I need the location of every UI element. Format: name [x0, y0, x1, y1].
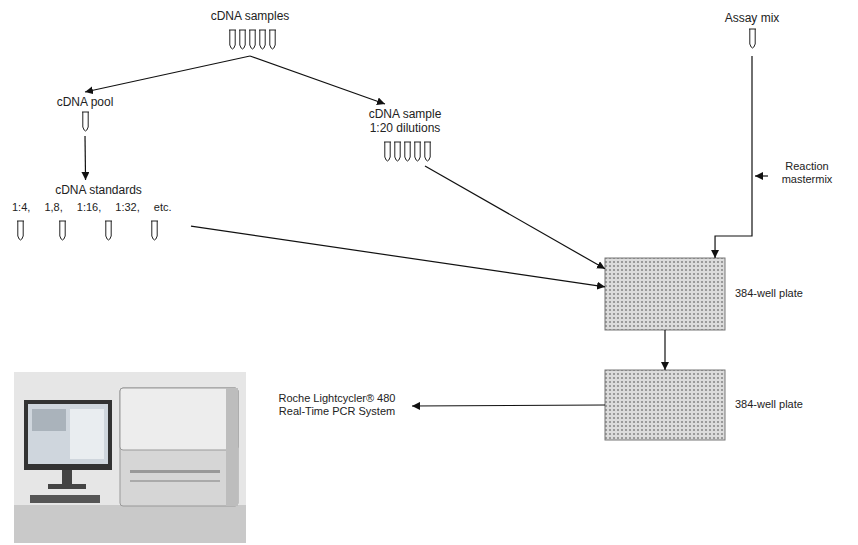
well-plate: 384-well plate: [605, 370, 725, 440]
node-label: 384-well plate: [735, 398, 803, 411]
node-label: Assay mix: [725, 11, 780, 25]
pool-tube: [82, 112, 89, 131]
node-label: cDNA standards: [55, 183, 142, 197]
label-pointer: [755, 175, 768, 176]
step-node: cDNA pool: [50, 92, 120, 136]
flow-arrow: [715, 56, 752, 258]
node-label: Roche Lightcycler® 480 Real-Time PCR Sys…: [264, 392, 410, 418]
step-node: cDNA standards 1:4, 1,8, 1:16, 1:32, etc.: [6, 180, 191, 246]
well-plates: [605, 258, 725, 440]
standard-tubes: [17, 221, 158, 240]
step-node: cDNA sample 1:20 dilutions: [355, 104, 455, 166]
dilution-tubes: [384, 142, 431, 161]
flow-arrow: [191, 226, 605, 287]
node-label: cDNA samples: [211, 9, 290, 23]
step-node: cDNA samples: [195, 6, 305, 56]
flow-arrow: [664, 330, 665, 370]
flow-arrow: [85, 56, 250, 92]
step-node: Assay mix: [722, 8, 782, 56]
sample-tubes: [229, 30, 276, 49]
flow-arrow: [412, 405, 605, 406]
flow-arrow: [425, 166, 605, 269]
edge-label: Reaction mastermix: [770, 160, 844, 186]
flow-arrow: [84, 136, 86, 180]
node-label: 384-well plate: [735, 287, 803, 300]
flow-arrow: [250, 56, 385, 104]
node-label: cDNA pool: [57, 95, 114, 109]
step-node: Roche Lightcycler® 480 Real-Time PCR Sys…: [262, 389, 412, 423]
dilution-ratios: 1:4, 1,8, 1:16, 1:32, etc.: [8, 201, 172, 214]
instrument-photo: [14, 372, 246, 543]
assay-tube: [749, 29, 756, 48]
node-label: cDNA sample 1:20 dilutions: [359, 107, 451, 136]
well-plate: 384-well plate: [605, 258, 725, 330]
